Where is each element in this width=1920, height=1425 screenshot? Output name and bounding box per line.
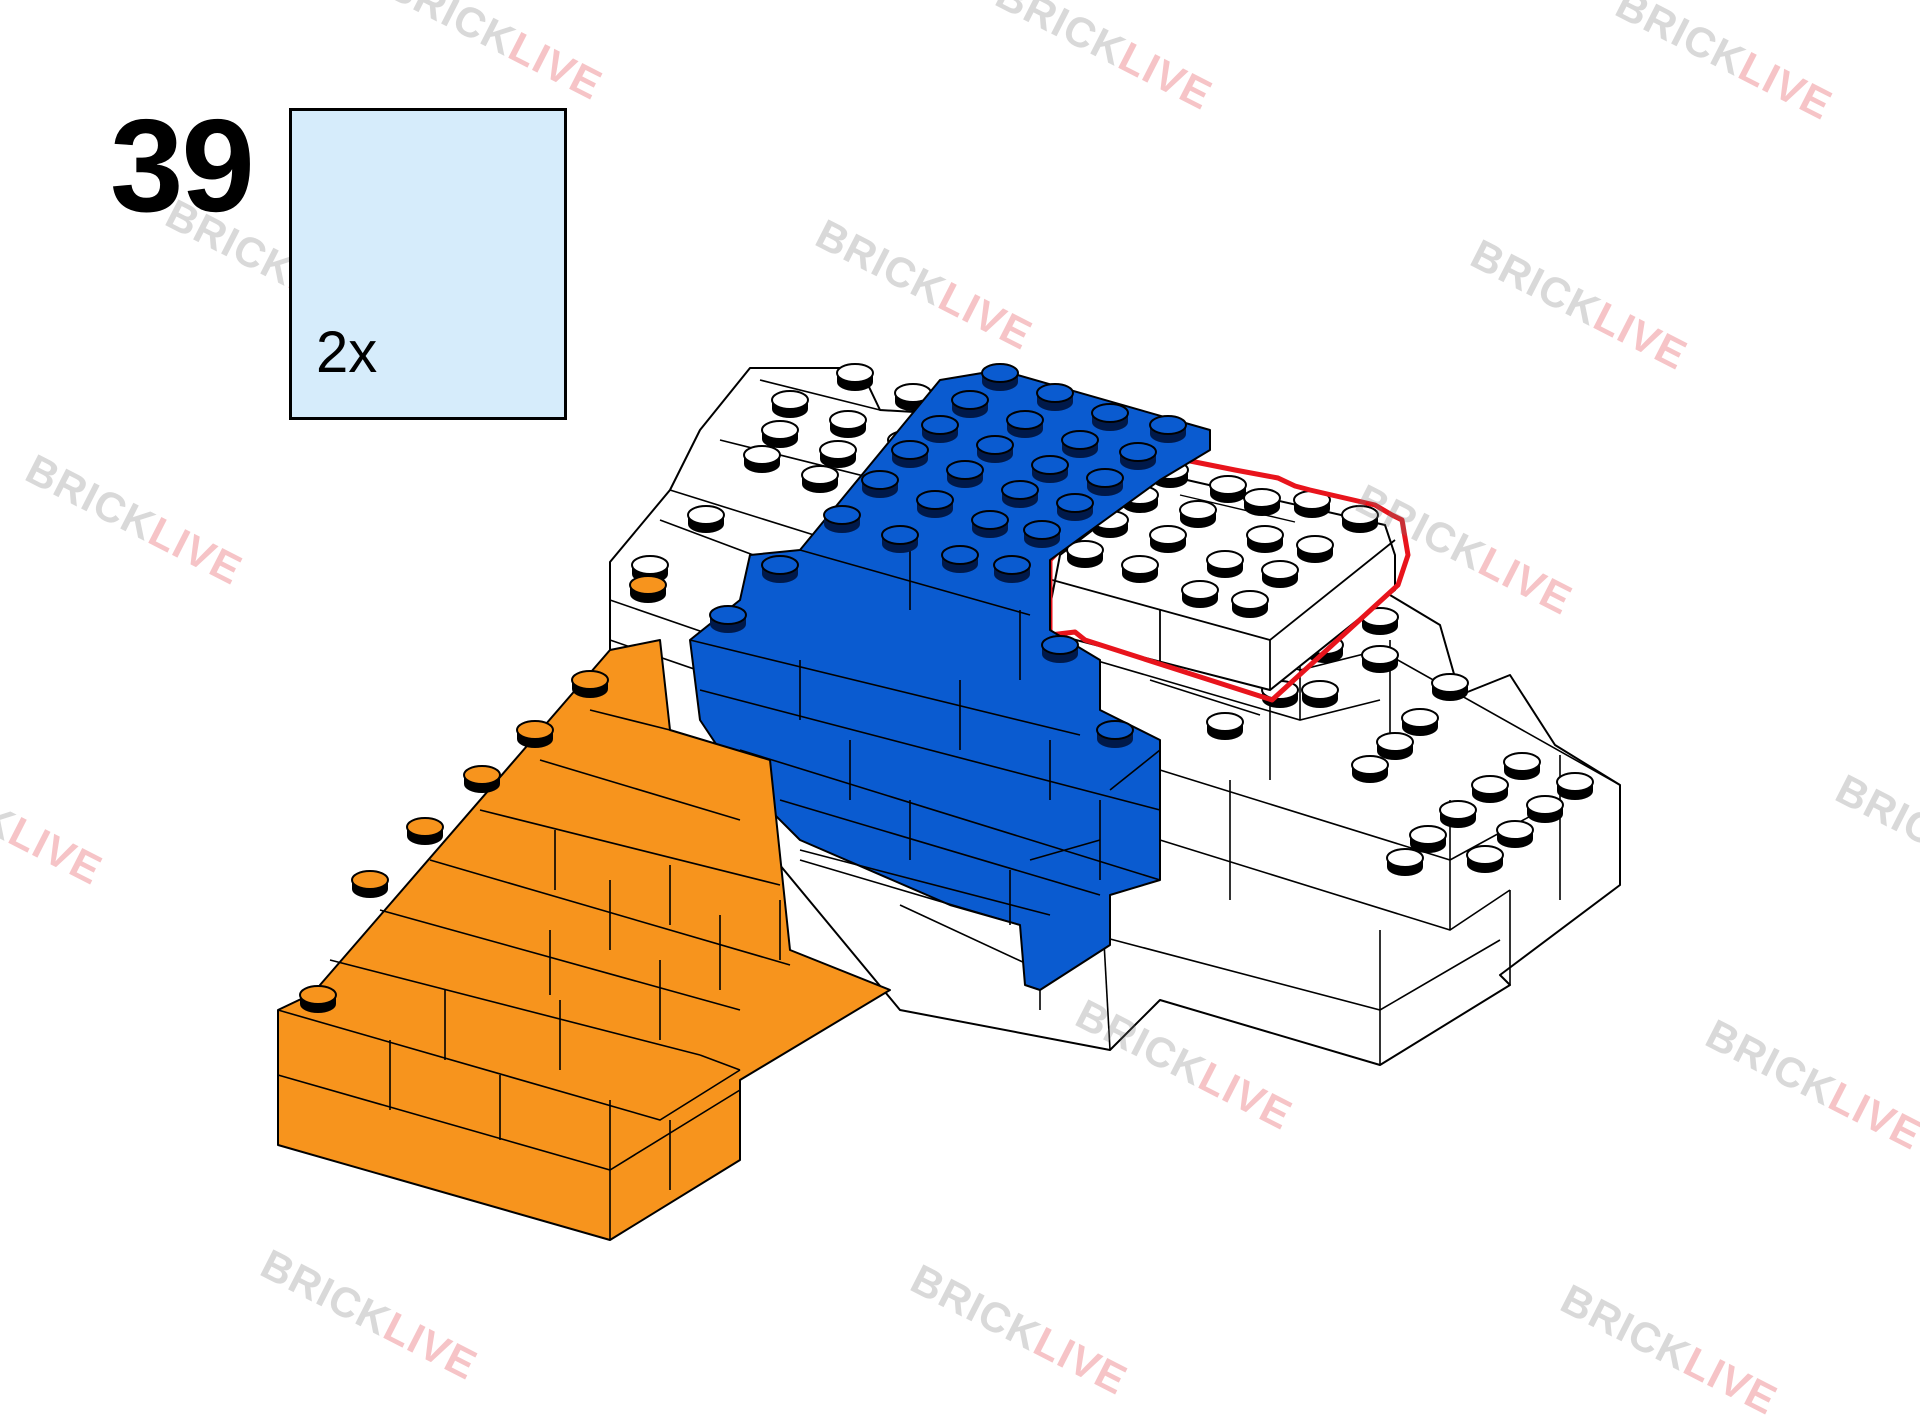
- step-number: 39: [110, 92, 255, 239]
- orange-bricks: [277, 575, 891, 1241]
- blue-bricks: [689, 363, 1211, 991]
- assembly-illustration: [277, 148, 1621, 1241]
- parts-callout-box: 2x: [289, 108, 567, 420]
- part-quantity: 2x: [316, 320, 378, 385]
